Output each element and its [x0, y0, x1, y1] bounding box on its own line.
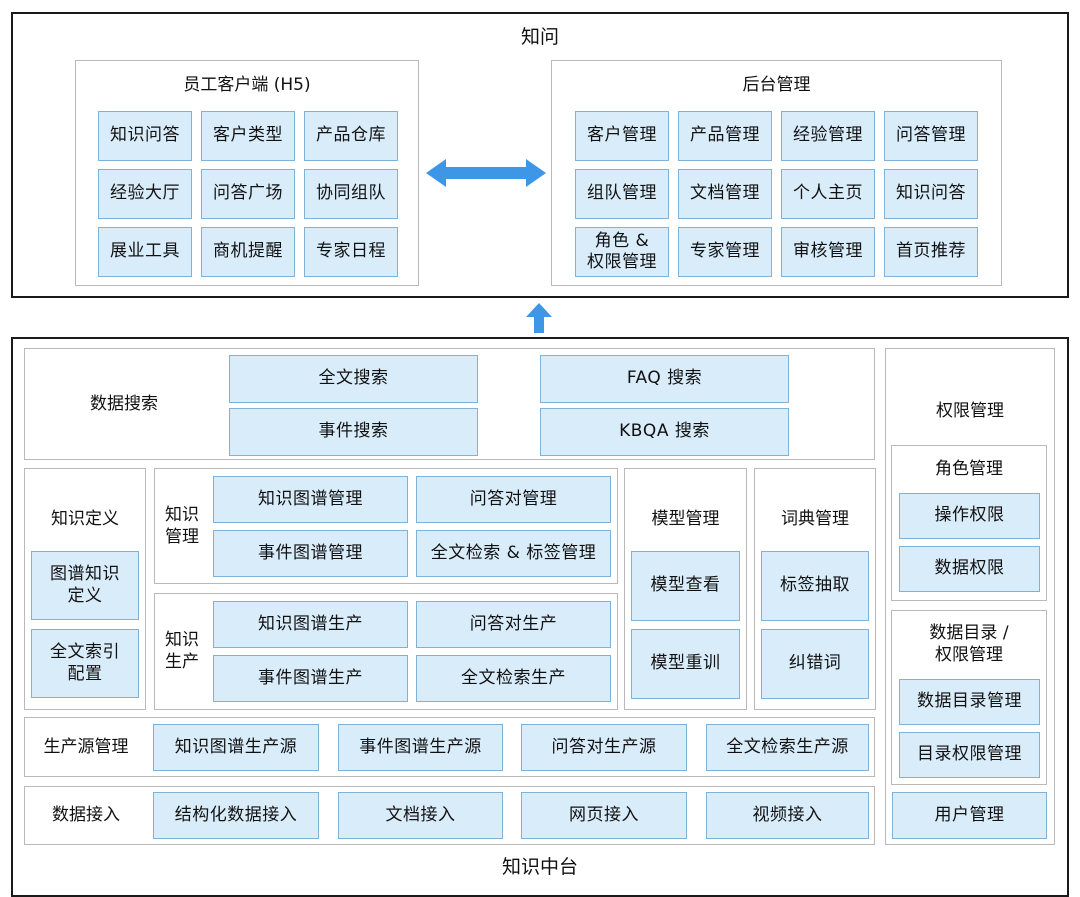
admin-item[interactable]: 产品管理: [678, 111, 772, 161]
admin-item[interactable]: 问答管理: [884, 111, 978, 161]
structured-ingest-button[interactable]: 结构化数据接入: [153, 792, 319, 839]
tag-extract-button[interactable]: 标签抽取: [761, 551, 869, 621]
fulltext-source-button[interactable]: 全文检索生产源: [706, 724, 869, 771]
management-title: 知识 管理: [165, 504, 199, 547]
up-arrow-icon: [526, 303, 552, 333]
admin-title: 后台管理: [742, 74, 811, 95]
source-title: 生产源管理: [43, 736, 129, 757]
admin-item[interactable]: 专家管理: [678, 227, 772, 277]
video-ingest-button[interactable]: 视频接入: [706, 792, 869, 839]
zhiwen-title: 知问: [520, 25, 559, 48]
double-arrow-icon: [426, 159, 546, 187]
admin-item[interactable]: 角色 & 权限管理: [575, 227, 669, 277]
correction-words-button[interactable]: 纠错词: [761, 629, 869, 699]
graph-production-button[interactable]: 知识图谱生产: [213, 601, 408, 648]
client-title: 员工客户端 (H5): [183, 74, 311, 95]
admin-item[interactable]: 个人主页: [781, 169, 875, 219]
client-item[interactable]: 产品仓库: [304, 111, 398, 161]
operation-permission-button[interactable]: 操作权限: [899, 493, 1040, 539]
role-title: 角色管理: [935, 458, 1003, 479]
client-item[interactable]: 专家日程: [304, 227, 398, 277]
dict-title: 词典管理: [781, 508, 849, 529]
admin-item[interactable]: 知识问答: [884, 169, 978, 219]
admin-item[interactable]: 首页推荐: [884, 227, 978, 277]
event-source-button[interactable]: 事件图谱生产源: [338, 724, 503, 771]
client-item[interactable]: 协同组队: [304, 169, 398, 219]
model-title: 模型管理: [651, 508, 720, 529]
model-view-button[interactable]: 模型查看: [631, 551, 740, 621]
admin-item[interactable]: 文档管理: [678, 169, 772, 219]
faq-search-button[interactable]: FAQ 搜索: [540, 355, 789, 403]
client-item[interactable]: 问答广场: [201, 169, 295, 219]
client-item[interactable]: 商机提醒: [201, 227, 295, 277]
model-retrain-button[interactable]: 模型重训: [631, 629, 740, 699]
qa-production-button[interactable]: 问答对生产: [416, 601, 611, 648]
permission-title: 权限管理: [936, 400, 1004, 421]
definition-title: 知识定义: [51, 508, 119, 529]
client-item[interactable]: 知识问答: [98, 111, 192, 161]
client-item[interactable]: 展业工具: [98, 227, 192, 277]
fulltext-production-button[interactable]: 全文检索生产: [416, 655, 611, 702]
index-config-button[interactable]: 全文索引 配置: [31, 629, 139, 698]
production-title: 知识 生产: [165, 629, 199, 672]
fulltext-search-button[interactable]: 全文搜索: [229, 355, 478, 403]
graph-source-button[interactable]: 知识图谱生产源: [153, 724, 319, 771]
search-title: 数据搜索: [90, 393, 158, 414]
document-ingest-button[interactable]: 文档接入: [338, 792, 503, 839]
catalog-permission-button[interactable]: 目录权限管理: [899, 732, 1040, 778]
graph-definition-button[interactable]: 图谱知识 定义: [31, 551, 139, 620]
catalog-title: 数据目录 / 权限管理: [929, 622, 1009, 665]
admin-item[interactable]: 组队管理: [575, 169, 669, 219]
kbqa-search-button[interactable]: KBQA 搜索: [540, 408, 789, 456]
ingest-title: 数据接入: [52, 805, 120, 826]
event-graph-production-button[interactable]: 事件图谱生产: [213, 655, 408, 702]
event-graph-management-button[interactable]: 事件图谱管理: [213, 530, 408, 577]
admin-item[interactable]: 客户管理: [575, 111, 669, 161]
qa-management-button[interactable]: 问答对管理: [416, 476, 611, 523]
qa-source-button[interactable]: 问答对生产源: [521, 724, 687, 771]
event-search-button[interactable]: 事件搜索: [229, 408, 478, 456]
graph-management-button[interactable]: 知识图谱管理: [213, 476, 408, 523]
platform-title: 知识中台: [501, 855, 578, 878]
admin-item[interactable]: 审核管理: [781, 227, 875, 277]
user-management-button[interactable]: 用户管理: [892, 792, 1047, 839]
web-ingest-button[interactable]: 网页接入: [521, 792, 687, 839]
catalog-management-button[interactable]: 数据目录管理: [899, 679, 1040, 725]
client-item[interactable]: 经验大厅: [98, 169, 192, 219]
client-item[interactable]: 客户类型: [201, 111, 295, 161]
admin-item[interactable]: 经验管理: [781, 111, 875, 161]
data-permission-button[interactable]: 数据权限: [899, 546, 1040, 592]
fulltext-tag-management-button[interactable]: 全文检索 & 标签管理: [416, 530, 611, 577]
